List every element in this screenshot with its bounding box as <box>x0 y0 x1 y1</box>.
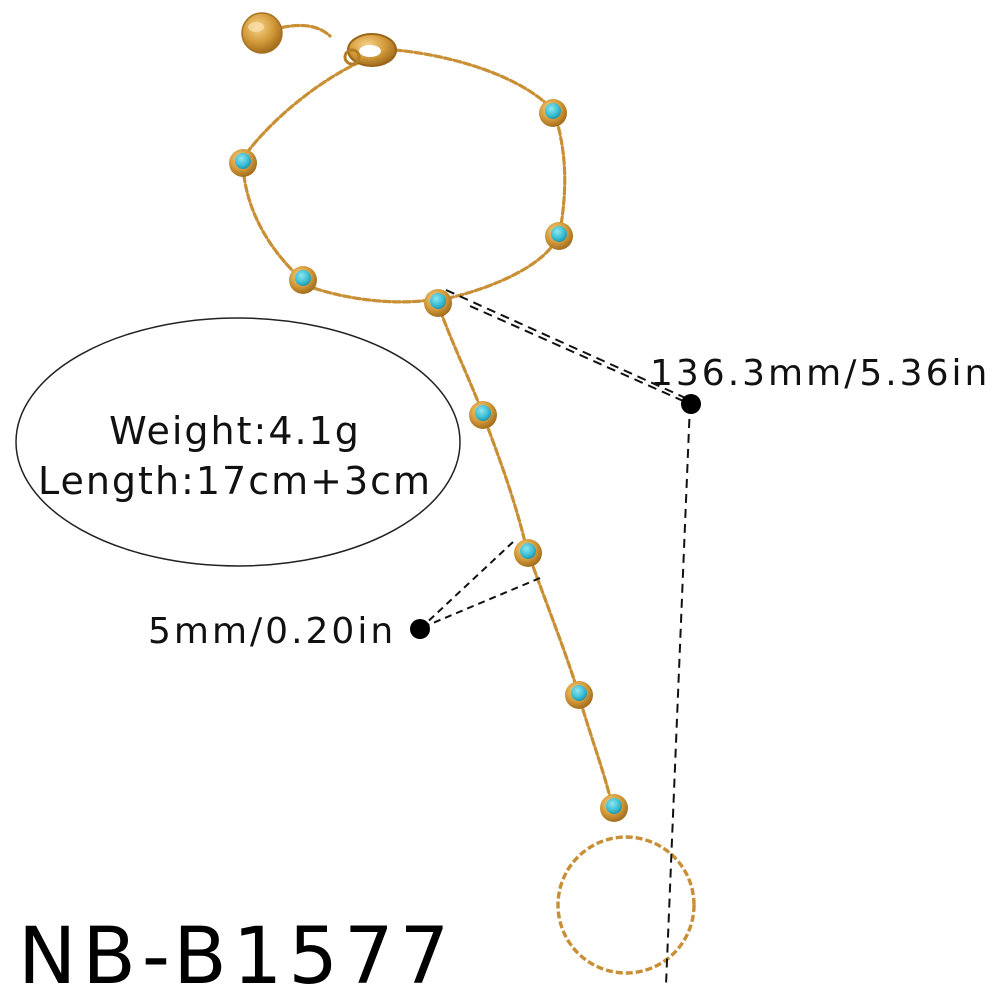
stone-bezels <box>229 99 628 822</box>
weight-spec: Weight:4.1g <box>109 409 361 453</box>
stone-8 <box>565 681 593 709</box>
sku-code: NB-B1577 <box>18 912 456 1002</box>
stone-size-marker-dot <box>410 619 430 639</box>
stone-9 <box>600 794 628 822</box>
stone-size-guide <box>420 541 541 629</box>
length-guide <box>445 289 691 986</box>
stone-1 <box>539 99 567 127</box>
total-length-label: 136.3mm/5.36in <box>650 353 991 394</box>
stone-3 <box>545 222 573 250</box>
spec-ellipse <box>15 317 461 567</box>
stone-7 <box>514 539 542 567</box>
stone-6 <box>469 401 497 429</box>
lobster-clasp <box>343 33 397 67</box>
bracelet-chain <box>241 23 614 807</box>
extender-tag <box>241 12 283 54</box>
stone-2 <box>229 149 257 177</box>
stone-4 <box>289 266 317 294</box>
length-spec: Length:17cm+3cm <box>37 459 433 503</box>
finger-ring <box>556 835 696 975</box>
stone-size-label: 5mm/0.20in <box>148 611 397 652</box>
length-marker-dot <box>681 394 701 414</box>
stone-5 <box>424 289 452 317</box>
